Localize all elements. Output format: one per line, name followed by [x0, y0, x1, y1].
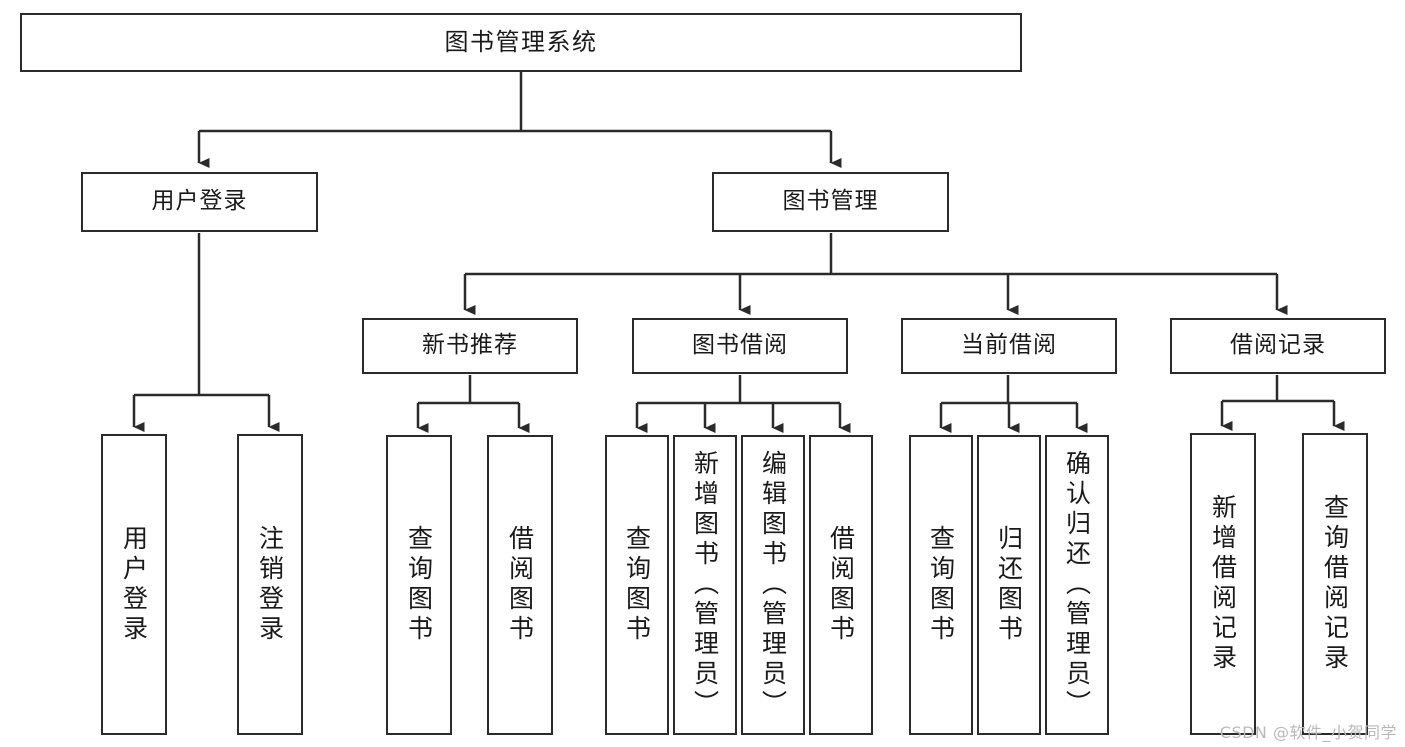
- node-new-book-recommend[interactable]: 新书推荐: [362, 318, 578, 374]
- leaf-current-confirm-return-label: 确认归还（管理员）: [1062, 450, 1092, 720]
- leaf-borrow-edit-label: 编辑图书（管理员）: [758, 450, 788, 720]
- csdn-watermark: CSDN @软件_小贺同学: [1219, 723, 1397, 742]
- leaf-current-return[interactable]: 归还图书: [977, 435, 1041, 735]
- node-user-login-label: 用户登录: [151, 188, 248, 215]
- node-book-borrow-label: 图书借阅: [692, 332, 788, 359]
- leaf-current-return-label: 归还图书: [994, 525, 1024, 645]
- leaf-record-add-label: 新增借阅记录: [1208, 494, 1238, 674]
- leaf-user-login[interactable]: 用户登录: [101, 434, 167, 735]
- leaf-borrow-add[interactable]: 新增图书（管理员）: [673, 435, 737, 735]
- node-book-management[interactable]: 图书管理: [712, 172, 949, 232]
- leaf-current-confirm-return[interactable]: 确认归还（管理员）: [1045, 435, 1109, 735]
- node-user-login[interactable]: 用户登录: [81, 172, 318, 232]
- leaf-newbook-borrow[interactable]: 借阅图书: [487, 435, 553, 735]
- node-current-borrow[interactable]: 当前借阅: [901, 318, 1117, 374]
- leaf-record-query[interactable]: 查询借阅记录: [1302, 433, 1368, 735]
- leaf-user-logout-label: 注销登录: [255, 524, 285, 645]
- leaf-newbook-query-label: 查询图书: [404, 525, 434, 645]
- node-book-management-label: 图书管理: [782, 188, 879, 215]
- node-borrow-records-label: 借阅记录: [1230, 332, 1326, 359]
- node-root[interactable]: 图书管理系统: [20, 13, 1022, 72]
- leaf-borrow-query-label: 查询图书: [622, 525, 652, 645]
- leaf-newbook-borrow-label: 借阅图书: [505, 525, 535, 645]
- leaf-current-query[interactable]: 查询图书: [909, 435, 973, 735]
- leaf-borrow-edit[interactable]: 编辑图书（管理员）: [741, 435, 805, 735]
- leaf-newbook-query[interactable]: 查询图书: [386, 435, 452, 735]
- leaf-borrow-book-label: 借阅图书: [826, 525, 856, 645]
- leaf-user-logout[interactable]: 注销登录: [237, 434, 303, 735]
- leaf-borrow-book[interactable]: 借阅图书: [809, 435, 873, 735]
- leaf-borrow-query[interactable]: 查询图书: [605, 435, 669, 735]
- leaf-record-query-label: 查询借阅记录: [1320, 494, 1350, 674]
- node-new-book-recommend-label: 新书推荐: [422, 332, 518, 359]
- node-book-borrow[interactable]: 图书借阅: [632, 318, 848, 374]
- node-root-label: 图书管理系统: [444, 28, 598, 57]
- leaf-borrow-add-label: 新增图书（管理员）: [690, 450, 720, 720]
- leaf-user-login-label: 用户登录: [119, 524, 149, 645]
- leaf-current-query-label: 查询图书: [926, 525, 956, 645]
- node-borrow-records[interactable]: 借阅记录: [1170, 318, 1386, 374]
- node-current-borrow-label: 当前借阅: [961, 332, 1057, 359]
- leaf-record-add[interactable]: 新增借阅记录: [1190, 433, 1256, 735]
